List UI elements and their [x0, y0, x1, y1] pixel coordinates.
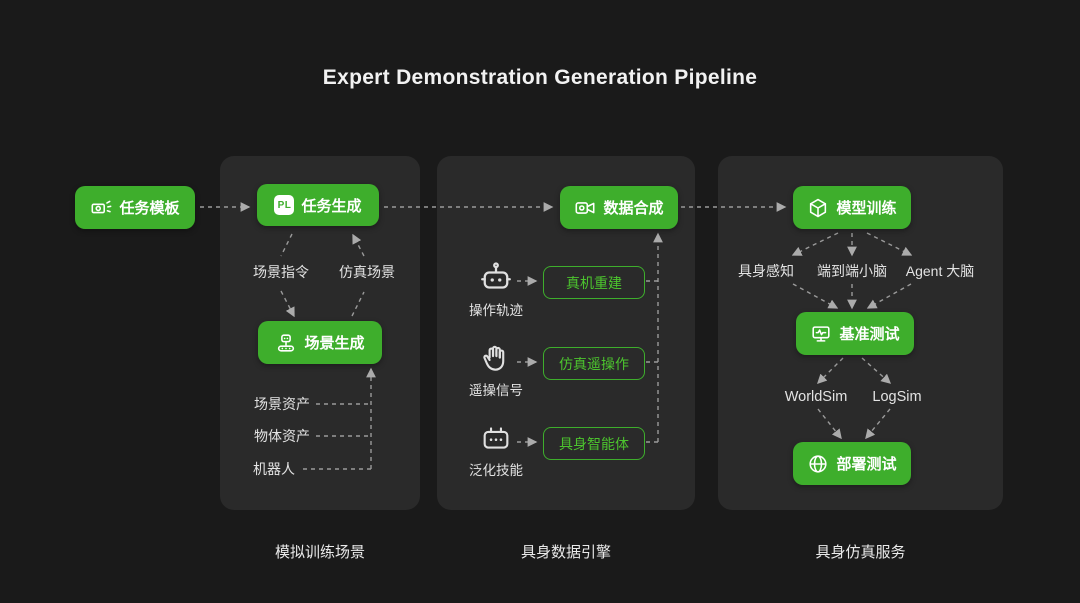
label-simulation-scene: 仿真场景 — [339, 264, 395, 280]
globe-icon — [807, 453, 829, 475]
node-label: 场景生成 — [304, 335, 365, 352]
cube-icon — [807, 197, 829, 219]
node-model-training[interactable]: 模型训练 — [793, 186, 911, 229]
label-end-to-end-cerebellum: 端到端小脑 — [817, 263, 887, 279]
glove-icon — [477, 340, 515, 378]
panel-caption-embodied-simulation-service: 具身仿真服务 — [815, 544, 906, 561]
label-embodied-perception: 具身感知 — [738, 263, 794, 279]
node-simulated-teleoperation[interactable]: 仿真遥操作 — [543, 347, 645, 380]
label-asset-robot: 机器人 — [253, 461, 295, 477]
label-generalized-skills: 泛化技能 — [469, 463, 523, 478]
label-teleop-signal: 遥操信号 — [469, 383, 523, 398]
banknote-icon — [90, 197, 112, 219]
device-grid-icon — [477, 420, 515, 458]
video-camera-icon — [574, 197, 596, 219]
robot-face-icon — [477, 258, 515, 296]
node-data-synthesis[interactable]: 数据合成 — [560, 186, 678, 229]
node-real-machine-reconstruction[interactable]: 真机重建 — [543, 266, 645, 299]
node-label: 任务生成 — [301, 197, 362, 215]
label-agent-brain: Agent 大脑 — [905, 263, 975, 279]
node-benchmark-testing[interactable]: 基准测试 — [796, 312, 914, 355]
monitor-icon — [810, 323, 832, 345]
label-operation-trajectory: 操作轨迹 — [469, 303, 523, 318]
panel-caption-embodied-data-engine: 具身数据引擎 — [520, 544, 611, 561]
node-embodied-agent[interactable]: 具身智能体 — [543, 427, 645, 460]
robot-conveyor-icon — [275, 332, 297, 354]
node-label: 模型训练 — [836, 200, 897, 217]
node-task-template[interactable]: 任务模板 — [75, 186, 195, 229]
diagram-title: Expert Demonstration Generation Pipeline — [322, 66, 758, 89]
node-label: 部署测试 — [836, 456, 897, 473]
panel-caption-simulated-training-scene: 模拟训练场景 — [274, 544, 365, 561]
node-label: 任务模板 — [119, 200, 180, 217]
node-label: 数据合成 — [603, 200, 664, 217]
node-task-generation[interactable]: PL 任务生成 — [257, 184, 379, 226]
label-logsim: LogSim — [872, 389, 922, 405]
label-asset-object: 物体资产 — [254, 428, 310, 444]
label-worldsim: WorldSim — [784, 389, 848, 405]
node-scene-generation[interactable]: 场景生成 — [258, 321, 382, 364]
node-label: 基准测试 — [839, 326, 900, 343]
pl-badge-icon: PL — [274, 195, 295, 215]
label-scene-instruction: 场景指令 — [253, 264, 309, 280]
node-deployment-testing[interactable]: 部署测试 — [793, 442, 911, 485]
label-asset-scene: 场景资产 — [254, 396, 310, 412]
